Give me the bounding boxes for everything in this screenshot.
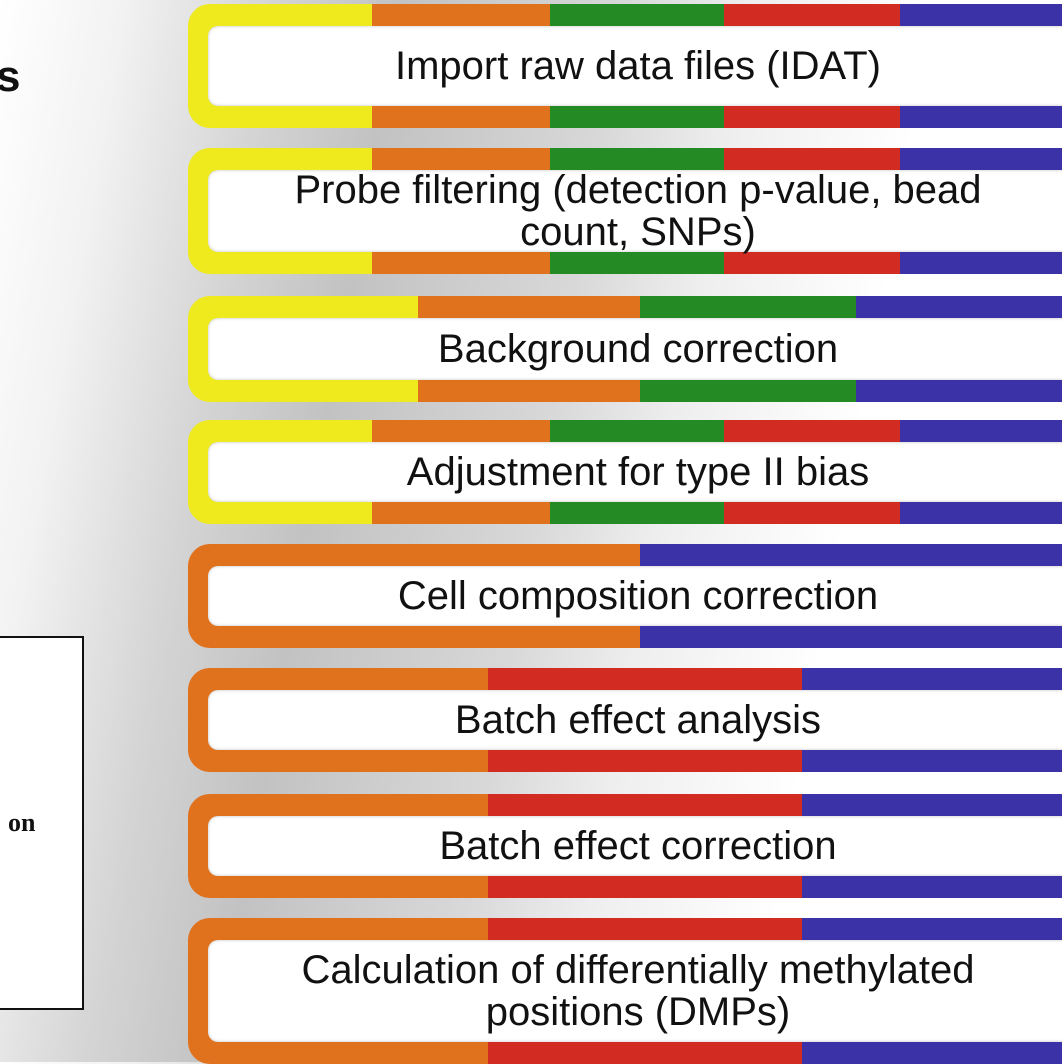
workflow-step-type-ii-adjustment: Adjustment for type II bias: [188, 420, 1062, 524]
workflow-step-batch-correction: Batch effect correction: [188, 794, 1062, 898]
workflow-step-batch-analysis: Batch effect analysis: [188, 668, 1062, 772]
step-label: Import raw data files (IDAT): [394, 44, 882, 88]
step-label: Calculation of differentially methylated…: [301, 948, 975, 1034]
workflow-step-background-correction: Background correction: [188, 296, 1062, 402]
step-label: Background correction: [437, 327, 839, 371]
workflow-step-import: Import raw data files (IDAT): [188, 4, 1062, 128]
step-label: Batch effect correction: [439, 824, 837, 868]
step-label: Batch effect analysis: [454, 698, 822, 742]
side-legend-box: [0, 636, 84, 1010]
step-label: Cell composition correction: [397, 574, 879, 618]
step-label: Adjustment for type II bias: [406, 450, 870, 494]
workflow-step-probe-filtering: Probe filtering (detection p-value, bead…: [188, 148, 1062, 274]
workflow-step-dmp-calculation: Calculation of differentially methylated…: [188, 918, 1062, 1064]
step-label: Probe filtering (detection p-value, bead…: [294, 168, 982, 254]
workflow-step-cell-composition: Cell composition correction: [188, 544, 1062, 648]
side-legend-text: on: [8, 808, 36, 837]
partial-heading-text: s: [0, 52, 21, 101]
